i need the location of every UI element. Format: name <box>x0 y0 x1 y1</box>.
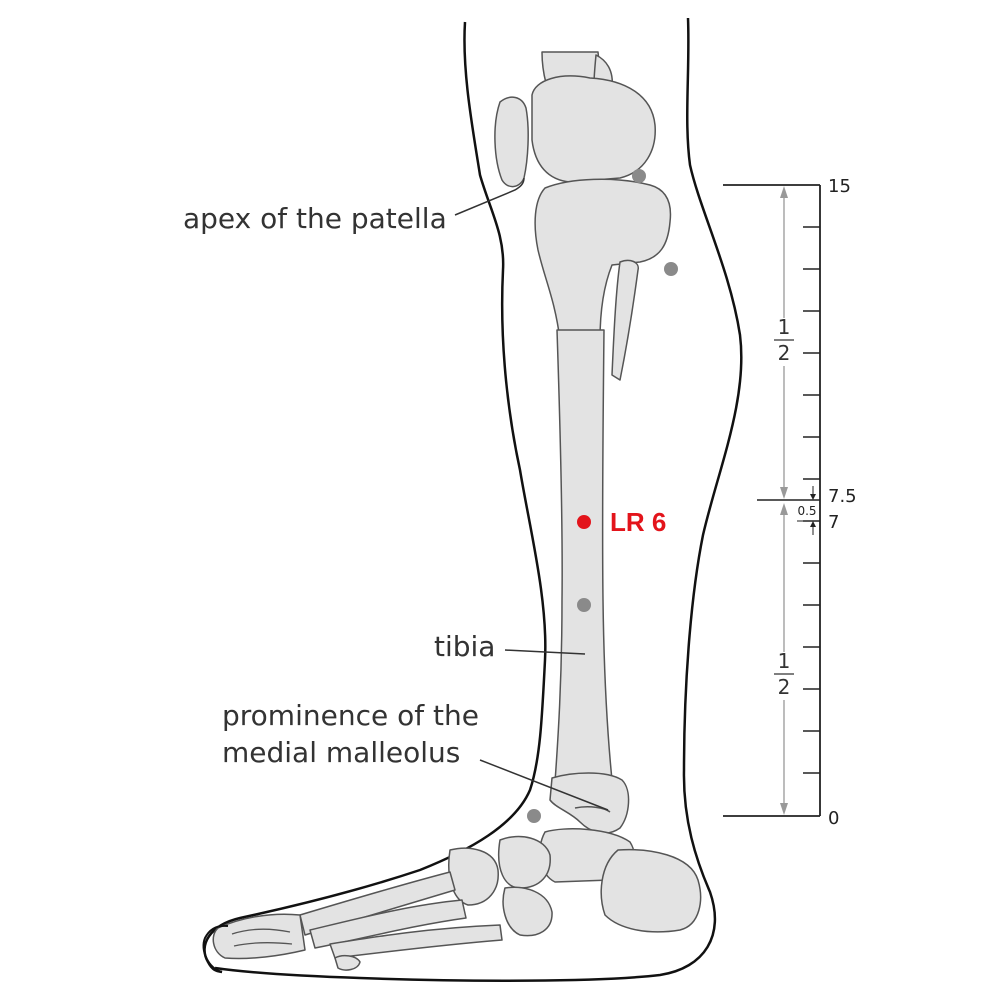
label-apex-patella: apex of the patella <box>183 202 447 235</box>
leg-outline-back <box>214 17 743 982</box>
leader-apex-patella <box>454 177 525 216</box>
upper-fraction-denominator: 2 <box>778 341 791 365</box>
scale-upper-mark-label: 7.5 <box>828 486 857 507</box>
fibula <box>611 259 639 381</box>
leg-outline-front <box>203 21 547 974</box>
reference-points <box>527 169 678 823</box>
bones <box>212 51 702 971</box>
acupoint-label: LR 6 <box>610 507 666 537</box>
tibia-shaft <box>554 329 613 783</box>
lower-fraction-denominator: 2 <box>778 675 791 699</box>
reference-point <box>577 598 591 612</box>
toe-outline <box>202 924 229 973</box>
femoral-condyle <box>531 75 656 183</box>
label-malleolus-line1: prominence of the <box>222 699 479 732</box>
reference-point <box>632 169 646 183</box>
scale-gap-label: 0.5 <box>797 504 816 518</box>
sesamoid <box>334 954 361 971</box>
reference-point <box>527 809 541 823</box>
label-malleolus-line2: medial malleolus <box>222 736 460 769</box>
lower-fraction-numerator: 1 <box>778 649 791 673</box>
tibia-plateau <box>534 178 672 341</box>
acupoint-marker <box>577 515 591 529</box>
navicular <box>498 835 551 889</box>
reference-point <box>664 262 678 276</box>
scale-lower-mark-label: 7 <box>828 512 839 533</box>
upper-fraction-numerator: 1 <box>778 315 791 339</box>
leader-tibia <box>504 649 586 655</box>
label-tibia: tibia <box>434 630 495 663</box>
scale-top-label: 15 <box>828 176 851 197</box>
metatarsal-3 <box>329 924 503 959</box>
patella <box>494 96 529 188</box>
leader-malleolus <box>479 759 609 811</box>
calcaneus <box>600 848 702 933</box>
measurement-scale: 1 2 1 2 0.5 15 7.5 7 0 <box>723 176 857 829</box>
scale-bottom-label: 0 <box>828 808 839 829</box>
cuneiform-2 <box>502 886 553 937</box>
cuneiform-1 <box>448 847 499 906</box>
phalanges <box>212 913 306 960</box>
